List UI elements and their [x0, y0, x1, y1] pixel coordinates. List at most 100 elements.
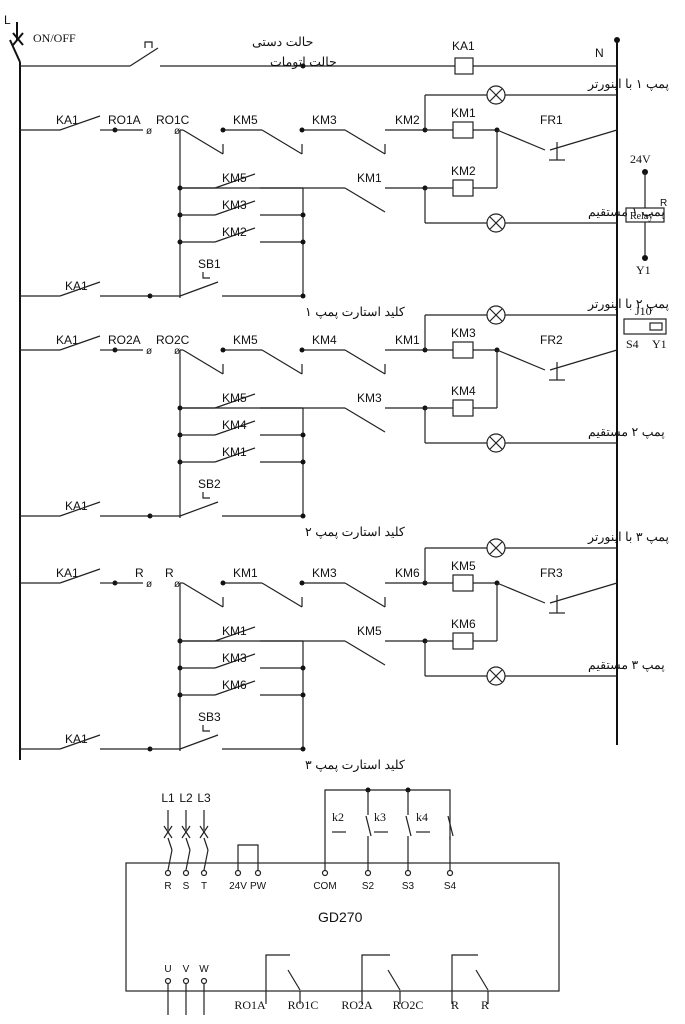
start-key-label: کلید استارت پمپ ۱	[305, 305, 406, 320]
lamp-inverter-label: پمپ ۱ با اینورتر	[587, 77, 670, 92]
relay-terminal-5: R	[481, 998, 489, 1012]
neutral-label: N	[595, 46, 604, 60]
branch-contact-km2: KM2	[222, 225, 247, 239]
hold-contact: KM1	[357, 171, 382, 185]
start-key-label: کلید استارت پمپ ۲	[305, 525, 406, 540]
section-ro-a: RO1A	[108, 113, 141, 127]
start-key-label: کلید استارت پمپ ۳	[305, 758, 406, 773]
terminal-com	[321, 869, 329, 877]
lamp-direct-label: پمپ ۱ مستقیم	[588, 205, 665, 220]
input-l3: L3	[197, 791, 211, 805]
terminal-label-com: COM	[313, 881, 336, 892]
series-contact-km5: KM5	[233, 333, 258, 347]
line-label: L	[4, 13, 11, 27]
fr-contact: FR1	[540, 113, 563, 127]
relay-terminal-4: R	[451, 998, 459, 1012]
ka1-main-rung: حالت دستی حالت اتومات KA1	[20, 35, 617, 75]
terminal-s3	[404, 869, 412, 877]
branch-contact-km1: KM1	[222, 445, 247, 459]
start-button: SB2	[198, 477, 221, 491]
drive-body	[125, 862, 560, 992]
section-ka-bottom: KA1	[65, 499, 88, 513]
branch-contact-km4: KM4	[222, 418, 247, 432]
switch-k2: k2	[332, 810, 344, 824]
fr-contact: FR3	[540, 566, 563, 580]
lamp-inverter-label: پمپ ۲ با اینورتر	[587, 297, 670, 312]
coil-lower	[452, 632, 474, 650]
jumper-right: Y1	[652, 337, 667, 351]
terminal-label-t: T	[201, 881, 207, 892]
ro-c-term: ø	[174, 126, 180, 137]
relay-terminal-2: RO2A	[341, 998, 373, 1012]
section-ka-bottom: KA1	[65, 279, 88, 293]
output-w: W	[199, 964, 209, 975]
section-ro-c: RO2C	[156, 333, 190, 347]
relay-terminal-1: RO1C	[288, 998, 319, 1012]
power-rails: L ON/OFF N	[4, 13, 620, 760]
section-ka-top: KA1	[56, 113, 79, 127]
input-l1: L1	[161, 791, 175, 805]
terminal-r	[164, 869, 172, 877]
terminal-s2	[364, 869, 372, 877]
onoff-label: ON/OFF	[33, 31, 76, 45]
coil-upper	[452, 121, 474, 139]
branch-contact-km1: KM1	[222, 624, 247, 638]
ro-c-term: ø	[174, 346, 180, 357]
terminal-s	[182, 869, 190, 877]
lamp-direct	[486, 433, 506, 453]
terminal-label-s: S	[183, 881, 190, 892]
section-ro-a: RO2A	[108, 333, 141, 347]
output-u: U	[164, 964, 171, 975]
branch-contact-km6: KM6	[222, 678, 247, 692]
ro-a-term: ø	[146, 579, 152, 590]
ka1-coil-label: KA1	[452, 39, 475, 53]
lamp-direct	[486, 213, 506, 233]
series-contact-km6: KM6	[395, 566, 420, 580]
terminal-24v	[234, 869, 242, 877]
coil-upper-label: KM3	[451, 326, 476, 340]
switch-k4: k4	[416, 810, 428, 824]
input-l2: L2	[179, 791, 193, 805]
series-contact-km3: KM3	[312, 566, 337, 580]
manual-mode-label: حالت دستی	[252, 35, 314, 49]
relay-block: 24V R Relay Y1	[625, 152, 667, 277]
coil-upper-label: KM1	[451, 106, 476, 120]
terminal-label-s3: S3	[402, 881, 415, 892]
relay-y-label: Y1	[636, 263, 651, 277]
section-ro-c: R	[165, 566, 174, 580]
ro-a-term: ø	[146, 346, 152, 357]
terminal-label-s2: S2	[362, 881, 375, 892]
section-ro-c: RO1C	[156, 113, 190, 127]
series-contact-km2: KM2	[395, 113, 420, 127]
start-button: SB1	[198, 257, 221, 271]
branch-contact-km5: KM5	[222, 391, 247, 405]
coil-lower-label: KM6	[451, 617, 476, 631]
terminal-pw	[254, 869, 262, 877]
coil-upper	[452, 341, 474, 359]
lamp-direct	[486, 666, 506, 686]
lamp-direct-label: پمپ ۳ مستقیم	[588, 658, 665, 673]
series-contact-km4: KM4	[312, 333, 337, 347]
ro-c-term: ø	[174, 579, 180, 590]
fr-contact: FR2	[540, 333, 563, 347]
ro-a-term: ø	[146, 126, 152, 137]
hold-contact: KM5	[357, 624, 382, 638]
branch-contact-km3: KM3	[222, 198, 247, 212]
relay-r-label: R	[660, 198, 667, 209]
coil-lower-label: KM4	[451, 384, 476, 398]
terminal-label-s4: S4	[444, 881, 457, 892]
lamp-inverter	[486, 538, 506, 558]
jumper-name: J10	[635, 304, 652, 318]
series-contact-km1: KM1	[233, 566, 258, 580]
lamp-inverter	[486, 85, 506, 105]
coil-lower	[452, 399, 474, 417]
branch-contact-km3: KM3	[222, 651, 247, 665]
coil-upper-label: KM5	[451, 559, 476, 573]
section-ka-bottom: KA1	[65, 732, 88, 746]
jumper-left: S4	[626, 337, 639, 351]
jumper-block: J10 S4 Y1	[623, 304, 667, 351]
coil-lower-label: KM2	[451, 164, 476, 178]
